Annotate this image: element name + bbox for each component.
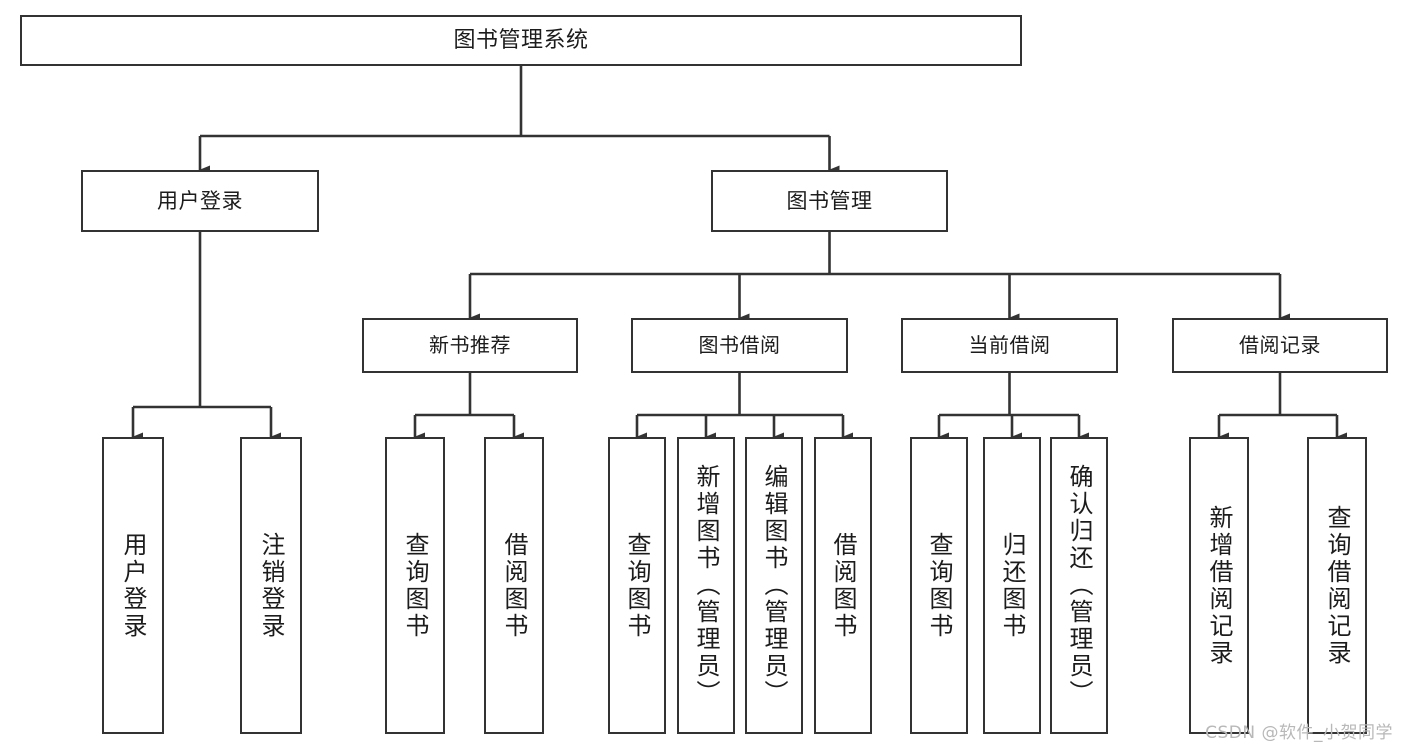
node-label: 注销登录 [257,531,285,640]
node-label: 确认归还（管理员） [1065,464,1093,707]
node-label: 用户登录 [157,188,243,213]
node-label: 借阅图书 [829,531,857,640]
node-label: 图书管理 [786,188,873,213]
node-label: 新增图书（管理员） [692,464,720,707]
node-book-borrow[interactable]: 图书借阅 [631,318,848,373]
node-label: 归还图书 [998,531,1026,640]
node-label: 当前借阅 [968,333,1051,357]
node-label: 查询借阅记录 [1323,504,1351,667]
node-label: 借阅记录 [1239,333,1321,357]
node-leaf-query-borrow-record[interactable]: 查询借阅记录 [1307,437,1367,734]
node-leaf-query-book-current[interactable]: 查询图书 [910,437,968,734]
node-user-login[interactable]: 用户登录 [81,170,319,232]
node-current-borrow[interactable]: 当前借阅 [901,318,1118,373]
node-book-manage[interactable]: 图书管理 [711,170,948,232]
node-leaf-add-borrow-record[interactable]: 新增借阅记录 [1189,437,1249,734]
node-book-management-system[interactable]: 图书管理系统 [20,15,1022,66]
node-label: 新书推荐 [429,333,511,357]
node-leaf-user-login[interactable]: 用户登录 [102,437,164,734]
node-leaf-borrow-book-recommend[interactable]: 借阅图书 [484,437,544,734]
node-label: 图书管理系统 [453,27,589,53]
node-leaf-query-book-borrow[interactable]: 查询图书 [608,437,666,734]
node-leaf-confirm-return-admin[interactable]: 确认归还（管理员） [1050,437,1108,734]
node-leaf-user-logout[interactable]: 注销登录 [240,437,302,734]
node-leaf-add-book-admin[interactable]: 新增图书（管理员） [677,437,735,734]
node-label: 图书借阅 [698,333,781,357]
node-label: 查询图书 [623,531,651,640]
watermark: CSDN @软件_小贺同学 [1205,723,1393,743]
node-new-book-recommend[interactable]: 新书推荐 [362,318,578,373]
node-leaf-query-book-recommend[interactable]: 查询图书 [385,437,445,734]
node-label: 查询图书 [401,531,429,640]
node-leaf-edit-book-admin[interactable]: 编辑图书（管理员） [745,437,803,734]
node-label: 新增借阅记录 [1205,504,1233,667]
node-leaf-borrow-book[interactable]: 借阅图书 [814,437,872,734]
node-label: 查询图书 [925,531,953,640]
node-label: 借阅图书 [500,531,528,640]
node-label: 编辑图书（管理员） [760,464,788,707]
node-label: 用户登录 [119,531,147,640]
node-leaf-return-book[interactable]: 归还图书 [983,437,1041,734]
node-borrow-record[interactable]: 借阅记录 [1172,318,1388,373]
